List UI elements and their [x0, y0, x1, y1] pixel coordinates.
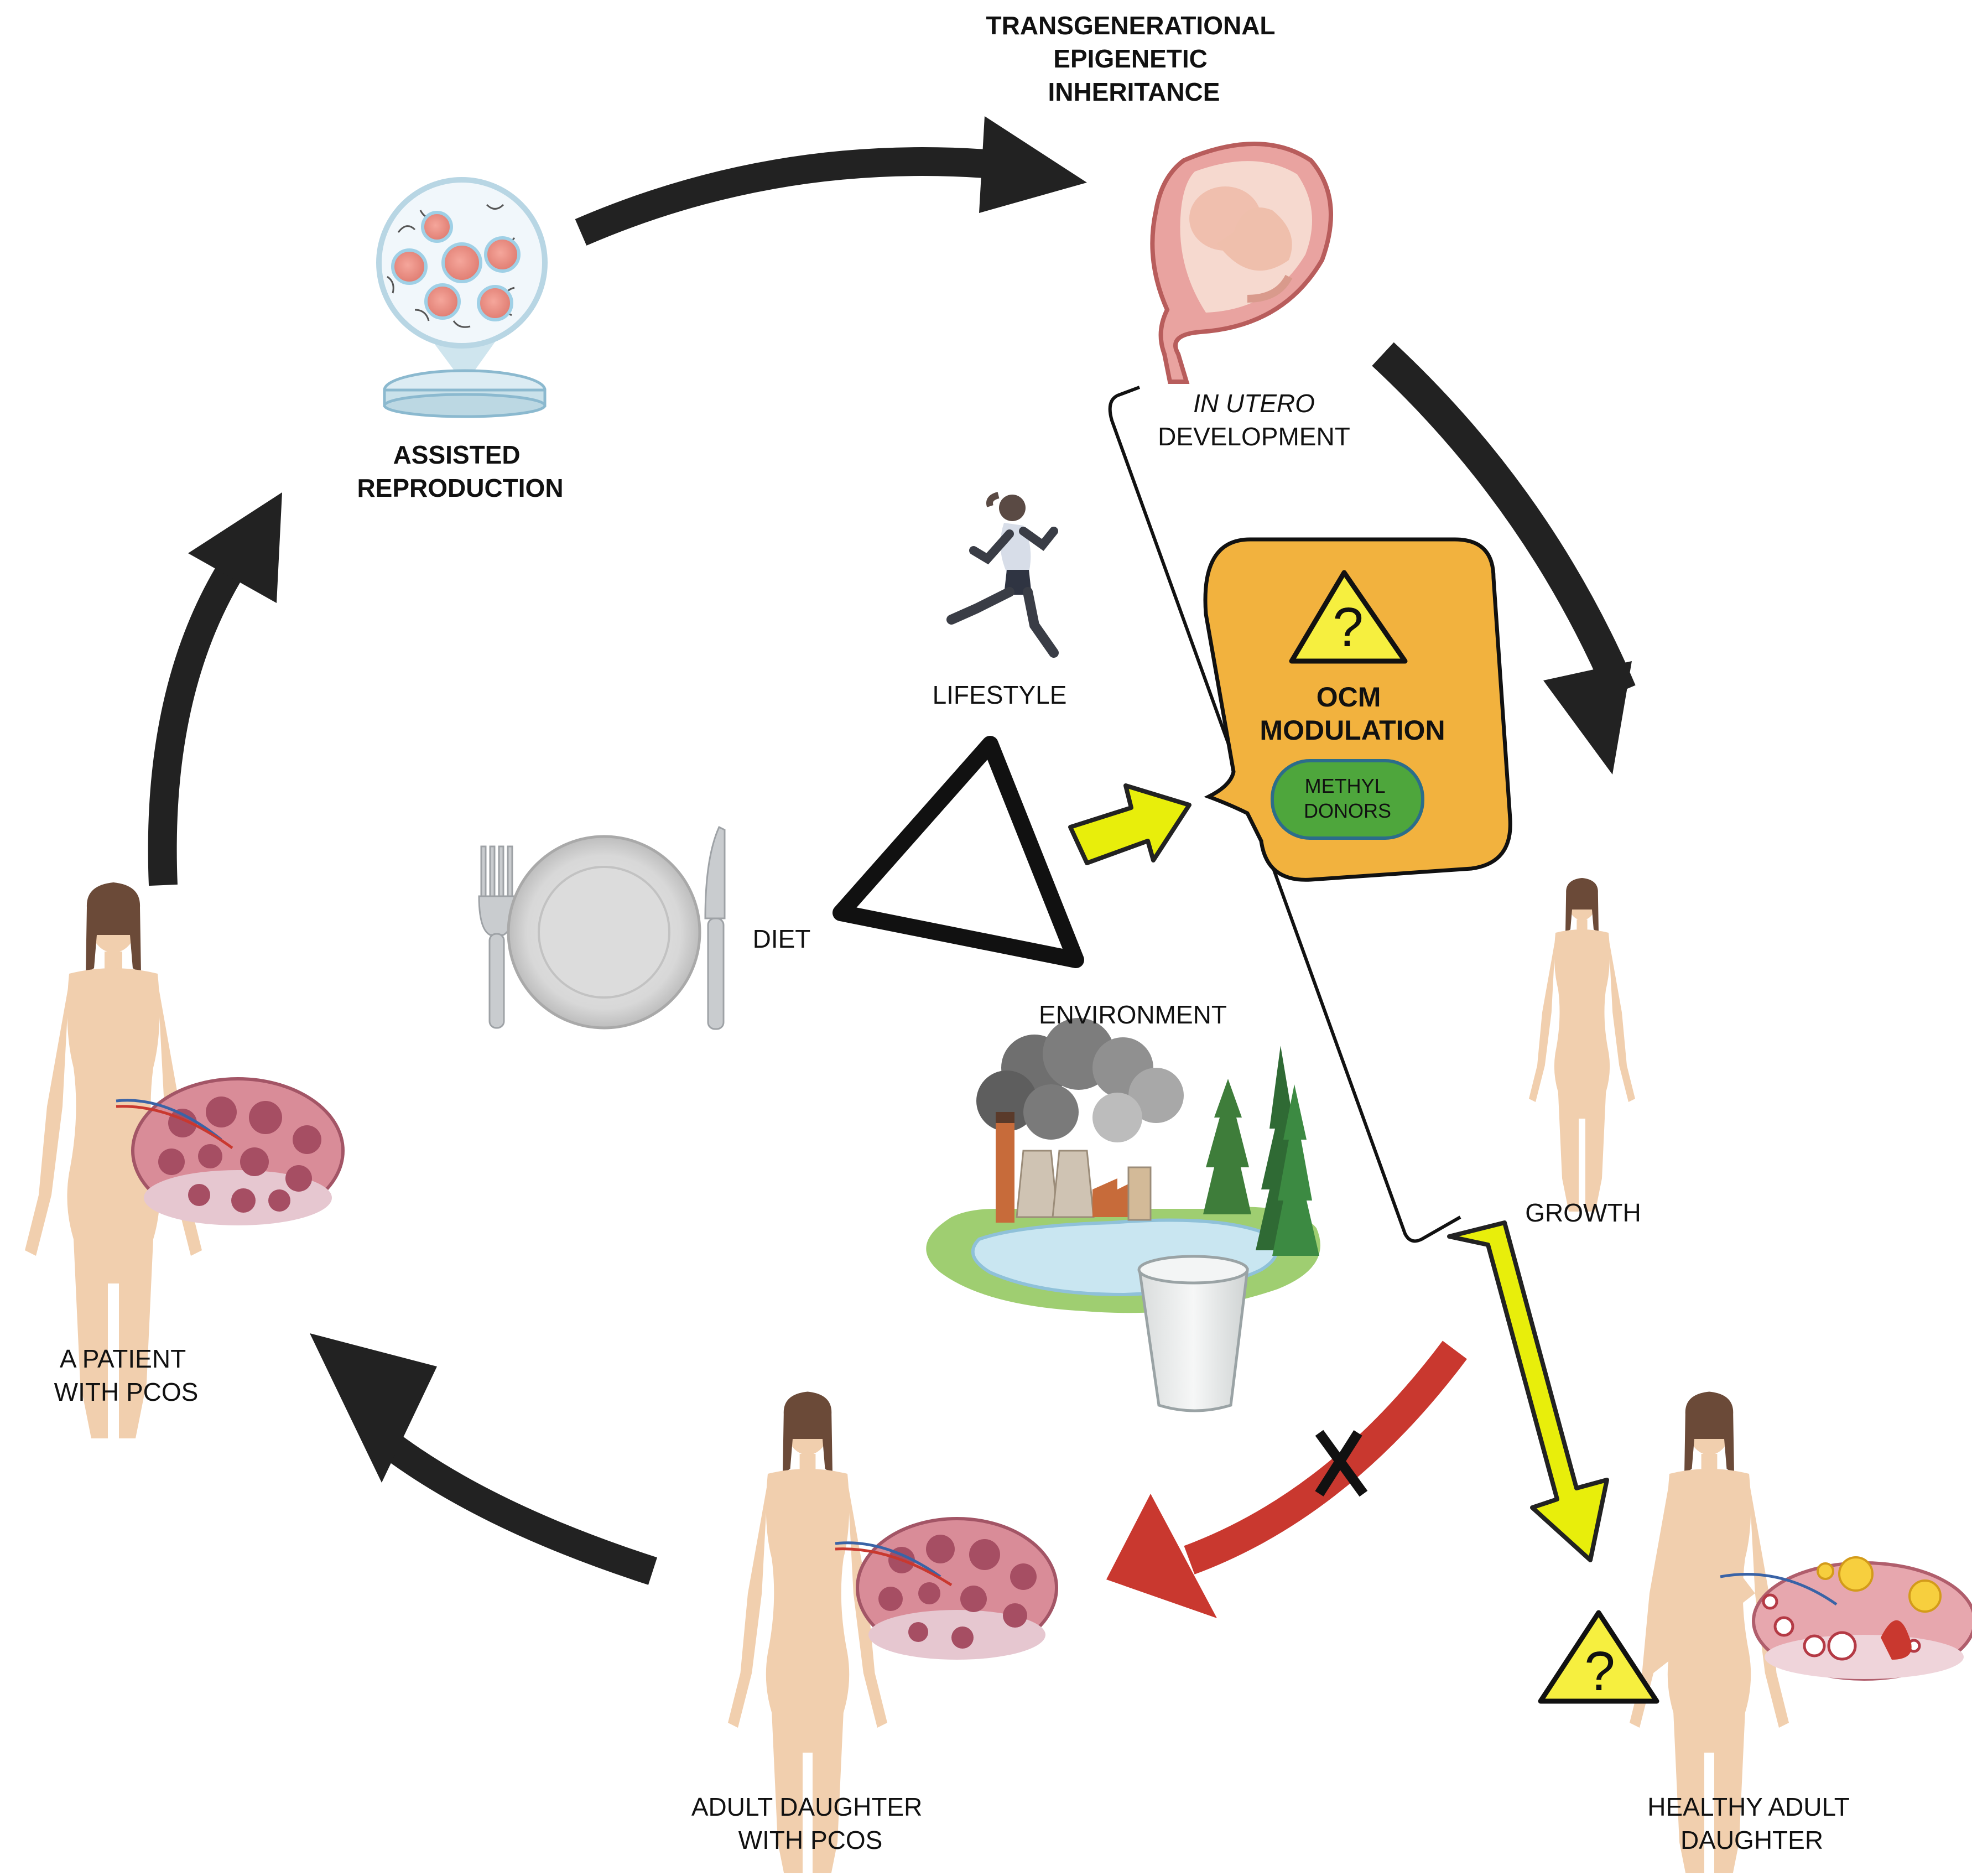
water-cup-icon — [1137, 1255, 1249, 1412]
fork-icon — [478, 845, 516, 1029]
healthy-line-2: DAUGHTER — [1680, 1826, 1823, 1854]
svg-text:METHYL DONORS: METHYL DONORS — [1304, 775, 1391, 822]
pcos-ovary-icon-patient — [116, 1077, 345, 1225]
arrow-adult-to-patient — [310, 1333, 657, 1585]
runner-icon — [946, 492, 1059, 658]
adult-pcos-line-2: WITH PCOS — [738, 1826, 883, 1854]
cycle-arrows — [148, 116, 1636, 1585]
lifestyle-label: LIFESTYLE — [933, 680, 1067, 709]
patient-line-1: A PATIENT — [60, 1344, 186, 1373]
ocm-title: OCM MODULATION — [1260, 682, 1445, 746]
growth-label: GROWTH — [1525, 1198, 1641, 1227]
adult-daughter-pcos-label: ADULT DAUGHTER WITH PCOS — [691, 1792, 929, 1854]
pcos-ovary-icon-daughter — [835, 1517, 1058, 1660]
cross-mark-icon — [1315, 1430, 1368, 1497]
methyl-line-1: METHYL — [1305, 775, 1385, 797]
healthy-daughter-label: HEALTHY ADULT DAUGHTER — [1647, 1792, 1856, 1854]
ocm-line-2: MODULATION — [1260, 715, 1445, 746]
healthy-warning-icon: ? — [1538, 1610, 1659, 1704]
diet-label: DIET — [753, 924, 811, 953]
knife-icon — [704, 825, 726, 1030]
healthy-line-1: HEALTHY ADULT — [1647, 1792, 1849, 1821]
transgenerational-label: TRANSGENERATIONAL EPIGENETIC INHERITANCE — [986, 11, 1282, 106]
ocm-modulation-box: ? OCM MODULATION METHYL DONORS — [1203, 537, 1512, 882]
yellow-arrow-to-ocm — [1068, 783, 1191, 865]
transgenerational-line-1: TRANSGENERATIONAL — [986, 11, 1275, 40]
arrow-patient-to-assisted — [148, 492, 282, 886]
environment-label: ENVIRONMENT — [1039, 1000, 1227, 1029]
warning-icon: ? — [1289, 570, 1408, 664]
assisted-line-1: ASSISTED — [393, 440, 521, 469]
lifestyle-diet-environment-triangle — [832, 736, 1084, 968]
ivf-dish-icon — [376, 177, 548, 418]
transgenerational-line-3: INHERITANCE — [1048, 77, 1220, 106]
red-arrow-blocked — [1106, 1340, 1467, 1618]
growth-child-figure — [1529, 878, 1635, 1212]
assisted-reproduction-label: ASSISTED REPRODUCTION — [357, 440, 563, 502]
ocm-line-1: OCM — [1317, 682, 1381, 713]
transgenerational-line-2: EPIGENETIC — [1053, 44, 1208, 73]
methyl-donors-pill: METHYL DONORS — [1271, 759, 1424, 840]
corpus-luteum-icon — [1817, 1556, 1942, 1613]
adult-pcos-line-1: ADULT DAUGHTER — [691, 1792, 922, 1821]
healthy-ovary-icon — [1720, 1556, 1972, 1681]
healthy-daughter-figure — [1630, 1391, 1789, 1876]
smoke-cloud-icon — [976, 1018, 1184, 1142]
yellow-arrow-to-healthy — [1447, 1220, 1609, 1562]
warning-question-mark: ? — [1333, 596, 1364, 658]
assisted-line-2: REPRODUCTION — [357, 474, 563, 502]
arrow-assisted-to-utero — [575, 116, 1087, 246]
arrow-utero-to-growth — [1372, 342, 1636, 775]
healthy-warning-question-mark: ? — [1584, 1640, 1615, 1702]
environment-icon — [926, 1018, 1320, 1412]
patient-label: A PATIENT WITH PCOS — [54, 1344, 199, 1406]
methyl-line-2: DONORS — [1304, 799, 1391, 822]
in-utero-label: IN UTERO — [1193, 389, 1315, 418]
uterus-fetus-icon — [1150, 142, 1333, 384]
diet-plate-icon — [478, 825, 726, 1030]
development-label: DEVELOPMENT — [1158, 422, 1350, 451]
patient-line-2: WITH PCOS — [54, 1378, 199, 1406]
